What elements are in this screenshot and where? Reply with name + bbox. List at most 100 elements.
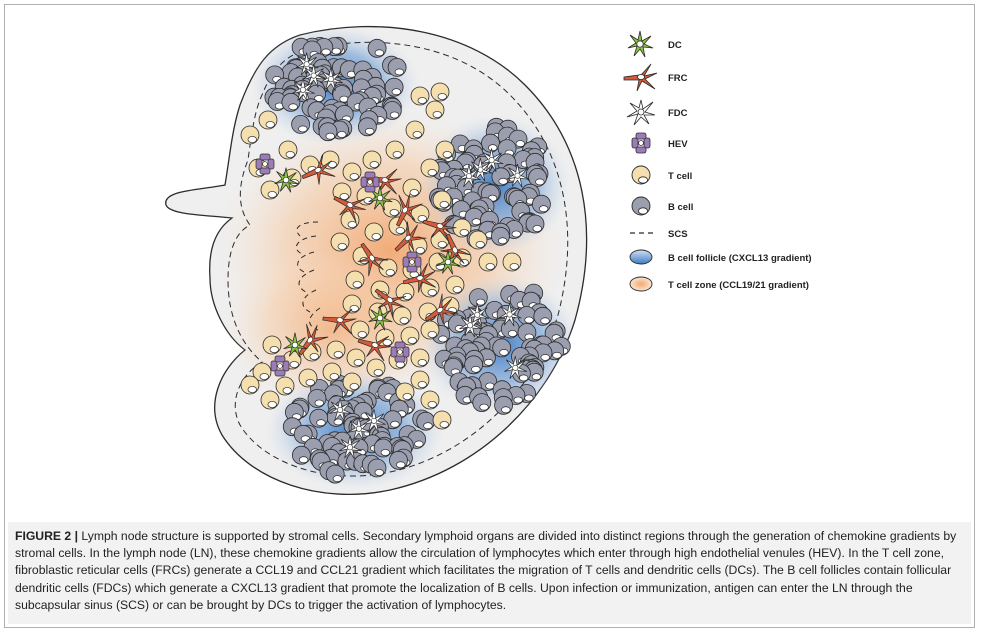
t-cell: [342, 162, 362, 182]
b-cell: [357, 117, 377, 137]
t-cell: [278, 140, 298, 160]
b-cell: [447, 314, 467, 334]
frc-cell: [301, 154, 336, 185]
legend-tzone-icon: [629, 276, 653, 292]
t-cell: [332, 182, 352, 202]
b-cell: [532, 194, 551, 214]
legend-frc-label: FRC: [668, 73, 688, 84]
medullary-sinuses: [295, 221, 321, 331]
t-cell: [410, 348, 430, 368]
frc-cell: [298, 323, 329, 356]
t-cell: [346, 348, 366, 368]
t-cell: [402, 178, 422, 198]
b-cell: [387, 58, 407, 77]
t-cell: [330, 232, 350, 252]
t-cell: [405, 120, 425, 140]
t-cell: [478, 252, 498, 272]
b-cell: [533, 306, 553, 326]
hev: [390, 341, 410, 363]
legend-dc-label: DC: [668, 40, 682, 51]
t-cell: [350, 320, 370, 340]
b-cell: [332, 85, 352, 104]
t-cell: [322, 362, 342, 382]
b-cell: [367, 458, 387, 478]
frc-cell: [424, 293, 459, 325]
legend-tzone-label: T cell zone (CCL19/21 gradient): [668, 280, 809, 291]
legend-dc-icon: [627, 30, 654, 58]
legend-fdc-label: FDC: [668, 108, 688, 119]
legend-follicle-icon: [629, 249, 653, 265]
t-cell: [382, 198, 402, 218]
b-cell: [525, 214, 545, 234]
subcapsular-sinus: [227, 41, 569, 477]
hev: [360, 171, 380, 193]
fdc-cell: [302, 63, 326, 88]
fdc-cell: [338, 435, 362, 460]
b-cell: [389, 450, 408, 470]
b-cell: [528, 167, 547, 187]
t-cell: [425, 100, 445, 120]
b-cell: [367, 38, 387, 58]
dc-cell: [274, 167, 299, 193]
t-cell: [366, 358, 386, 378]
b-cell: [291, 445, 311, 465]
t-cell: [445, 275, 465, 295]
caption-text: Lymph node structure is supported by str…: [15, 529, 957, 612]
frc-cell: [357, 242, 389, 277]
t-cell: [420, 158, 440, 178]
t-cell: [452, 218, 472, 238]
t-cell: [502, 252, 522, 272]
legend-frc-icon: [623, 63, 658, 92]
fdc-cell: [319, 67, 343, 91]
t-cell: [240, 375, 260, 395]
t-cell: [410, 86, 430, 106]
b-cell: [481, 133, 500, 153]
frc-cell: [396, 194, 423, 227]
legend-follicle-label: B cell follicle (CXCL13 gradient): [668, 253, 812, 264]
b-cell: [318, 122, 338, 142]
frc-cell: [422, 216, 457, 243]
frc-cell: [374, 288, 407, 319]
cells-layer: [240, 36, 571, 484]
t-cell: [432, 190, 452, 210]
b-cell: [517, 306, 537, 325]
b-cell: [468, 288, 488, 308]
t-cell: [340, 210, 360, 230]
legend-hev-icon: [631, 132, 651, 154]
b-cell: [472, 393, 492, 413]
legend-fdc-icon: [626, 99, 656, 126]
legend-tcell-label: T cell: [668, 171, 692, 182]
hev: [402, 251, 422, 273]
b-cell: [491, 167, 511, 187]
b-cell: [334, 105, 354, 124]
t-cell: [258, 110, 278, 130]
b-cell: [492, 338, 512, 358]
fdc-cell: [480, 148, 504, 173]
frc-cell: [357, 335, 392, 362]
legend-bcell-label: B cell: [668, 202, 693, 213]
legend: DC FRC FDC HEV: [623, 30, 812, 292]
frc-cell: [402, 263, 437, 293]
figure-caption: FIGURE 2 | Lymph node structure is suppo…: [15, 528, 965, 614]
t-cell: [420, 320, 440, 340]
t-cell: [240, 125, 260, 145]
b-cell: [416, 411, 436, 431]
t-cell: [468, 230, 488, 250]
t-cell: [410, 370, 430, 390]
t-cell: [364, 222, 384, 242]
fdc-cell: [459, 313, 482, 338]
fdc-cell: [498, 302, 522, 327]
frc-cell: [394, 221, 427, 252]
b-cell: [384, 77, 404, 97]
b-cell: [293, 424, 313, 444]
fdc-cell: [469, 157, 493, 182]
b-cell: [500, 319, 520, 339]
b-cell: [478, 372, 498, 391]
t-cell: [342, 372, 362, 392]
fdc-cell: [292, 78, 315, 102]
legend-hev-label: HEV: [668, 139, 688, 150]
hev: [255, 153, 275, 175]
frc-cell: [333, 196, 366, 223]
fdc-cell: [506, 163, 530, 188]
hev: [270, 355, 290, 377]
